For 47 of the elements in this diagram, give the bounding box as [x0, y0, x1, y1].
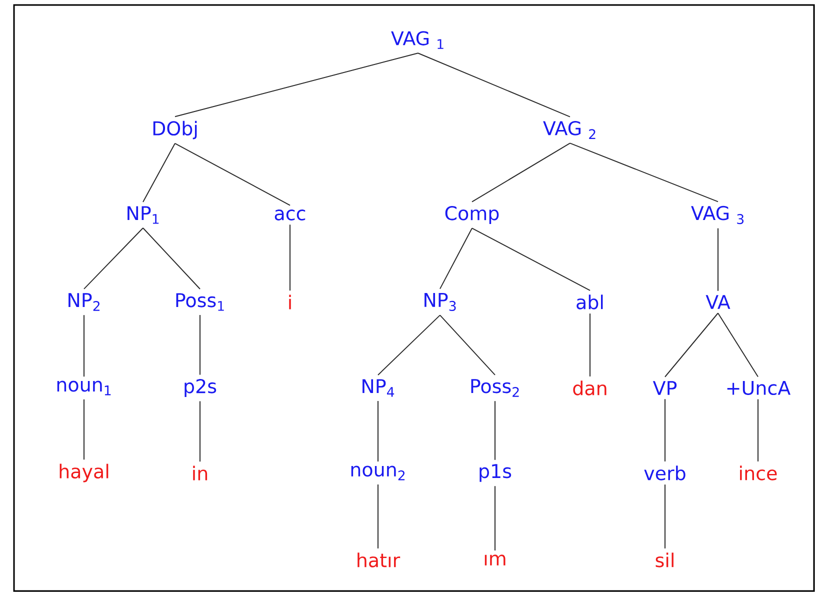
- tree-label: NP$_{3}$: [424, 293, 456, 311]
- tree-label: verb: [644, 466, 686, 480]
- tree-branch: [472, 142, 570, 202]
- word-label: sil: [656, 552, 674, 568]
- word-label: dan: [573, 380, 606, 396]
- tree-label: DObj: [153, 120, 197, 140]
- tree-branch: [494, 400, 496, 460]
- tree-branch: [664, 398, 666, 462]
- tree-label: VA: [706, 295, 730, 309]
- word-label: ım: [484, 554, 506, 566]
- tree-label: abl: [576, 294, 603, 310]
- tree-label: acc: [274, 210, 306, 220]
- word-label: in: [193, 466, 208, 480]
- tree-label: VAG $_{1}$: [391, 31, 444, 49]
- tree-branch: [174, 52, 418, 118]
- tree-branch: [440, 314, 496, 376]
- tree-branch: [664, 312, 718, 378]
- tree-label: NP$_{4}$: [362, 379, 394, 397]
- tree-label: Comp: [445, 206, 499, 224]
- tree-branch: [142, 142, 176, 202]
- tree-branch: [718, 312, 758, 378]
- tree-label: Poss$_{2}$: [471, 379, 519, 397]
- tree-branch: [472, 228, 590, 291]
- tree-branch: [84, 228, 144, 290]
- tree-branch: [494, 486, 496, 551]
- tree-label: NP$_{1}$: [128, 206, 159, 224]
- tree-branch: [418, 52, 570, 118]
- tree-label: Poss$_{1}$: [176, 293, 224, 311]
- tree-label: NP$_{2}$: [68, 293, 100, 311]
- tree-label: +UncA: [727, 380, 790, 396]
- tree-branch: [378, 314, 440, 376]
- word-label: hayal: [60, 464, 108, 482]
- tree-label: VP: [652, 381, 677, 395]
- word-label: ince: [740, 466, 777, 480]
- tree-branch: [174, 142, 290, 206]
- tree-label: VAG $_{3}$: [691, 206, 744, 224]
- tree-branch: [142, 228, 200, 290]
- tree-label: noun$_{2}$: [351, 466, 405, 480]
- tree-label: p2s: [184, 378, 216, 398]
- word-label: i: [289, 294, 291, 310]
- tree-branch: [440, 228, 472, 290]
- tree-label: VAG $_{2}$: [543, 121, 596, 139]
- tree-label: noun$_{1}$: [57, 380, 111, 396]
- tree-branch: [664, 484, 666, 549]
- tree-label: p1s: [480, 464, 512, 482]
- word-label: hatır: [358, 552, 400, 568]
- tree-branch: [570, 142, 718, 202]
